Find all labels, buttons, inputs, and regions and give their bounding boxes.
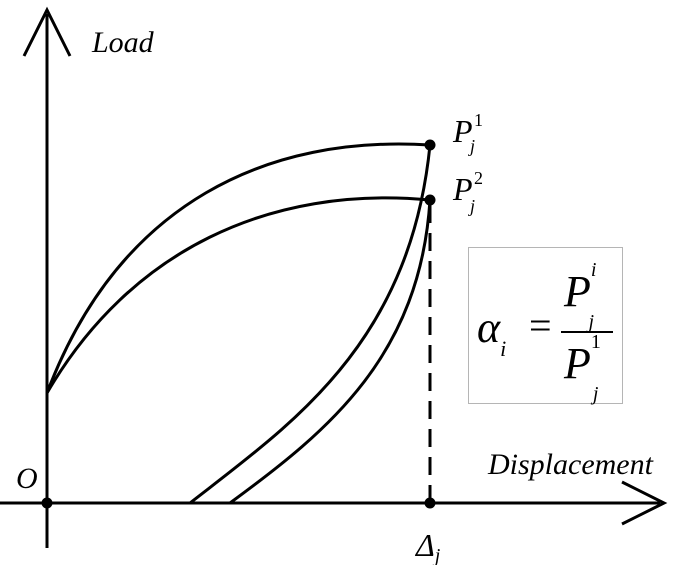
label-p2: P 2 j: [452, 168, 483, 216]
p2-sup: 2: [474, 168, 483, 188]
delta-label: Δj: [414, 527, 441, 565]
y-axis-label: Load: [91, 26, 155, 59]
formula-numerator: Pi j: [564, 259, 602, 332]
formula-denominator: P1 j: [564, 331, 606, 404]
peak-point-p1: [424, 139, 436, 151]
formula-equals: =: [529, 303, 552, 348]
numerator-sup: i: [590, 259, 597, 282]
loading-curve-1: [45, 142, 431, 394]
origin-point: [41, 497, 53, 509]
y-axis-arrowhead: [22, 6, 72, 57]
numerator-sub: j: [588, 310, 595, 333]
denominator-sub: j: [592, 382, 599, 405]
delta-subscript: j: [432, 545, 441, 565]
p1-base: P: [452, 113, 473, 149]
unloading-curve-1: [189, 144, 432, 505]
denominator-sup: 1: [590, 331, 601, 354]
loading-curve-2: [45, 196, 431, 394]
label-p1: P 1 j: [452, 110, 483, 156]
x-axis-label: Displacement: [487, 448, 654, 481]
p2-sub: j: [468, 196, 475, 216]
p2-base: P: [452, 171, 473, 207]
unloading-curve-2: [229, 199, 432, 505]
alpha-formula-box: αi = Pij P1j: [468, 247, 623, 405]
alpha-symbol: α: [477, 303, 501, 352]
alpha-subscript: i: [500, 335, 507, 361]
x-axis-arrowhead: [621, 480, 668, 526]
delta-point: [424, 497, 436, 509]
origin-label: O: [16, 462, 38, 495]
formula-lhs: αi: [477, 302, 507, 361]
p1-sup: 1: [474, 110, 483, 130]
p1-sub: j: [468, 136, 475, 156]
numerator-base: P: [564, 267, 591, 316]
delta-symbol: Δ: [414, 527, 435, 563]
denominator-base: P: [564, 339, 591, 388]
fraction-bar: [561, 331, 613, 333]
peak-point-p2: [424, 194, 436, 206]
